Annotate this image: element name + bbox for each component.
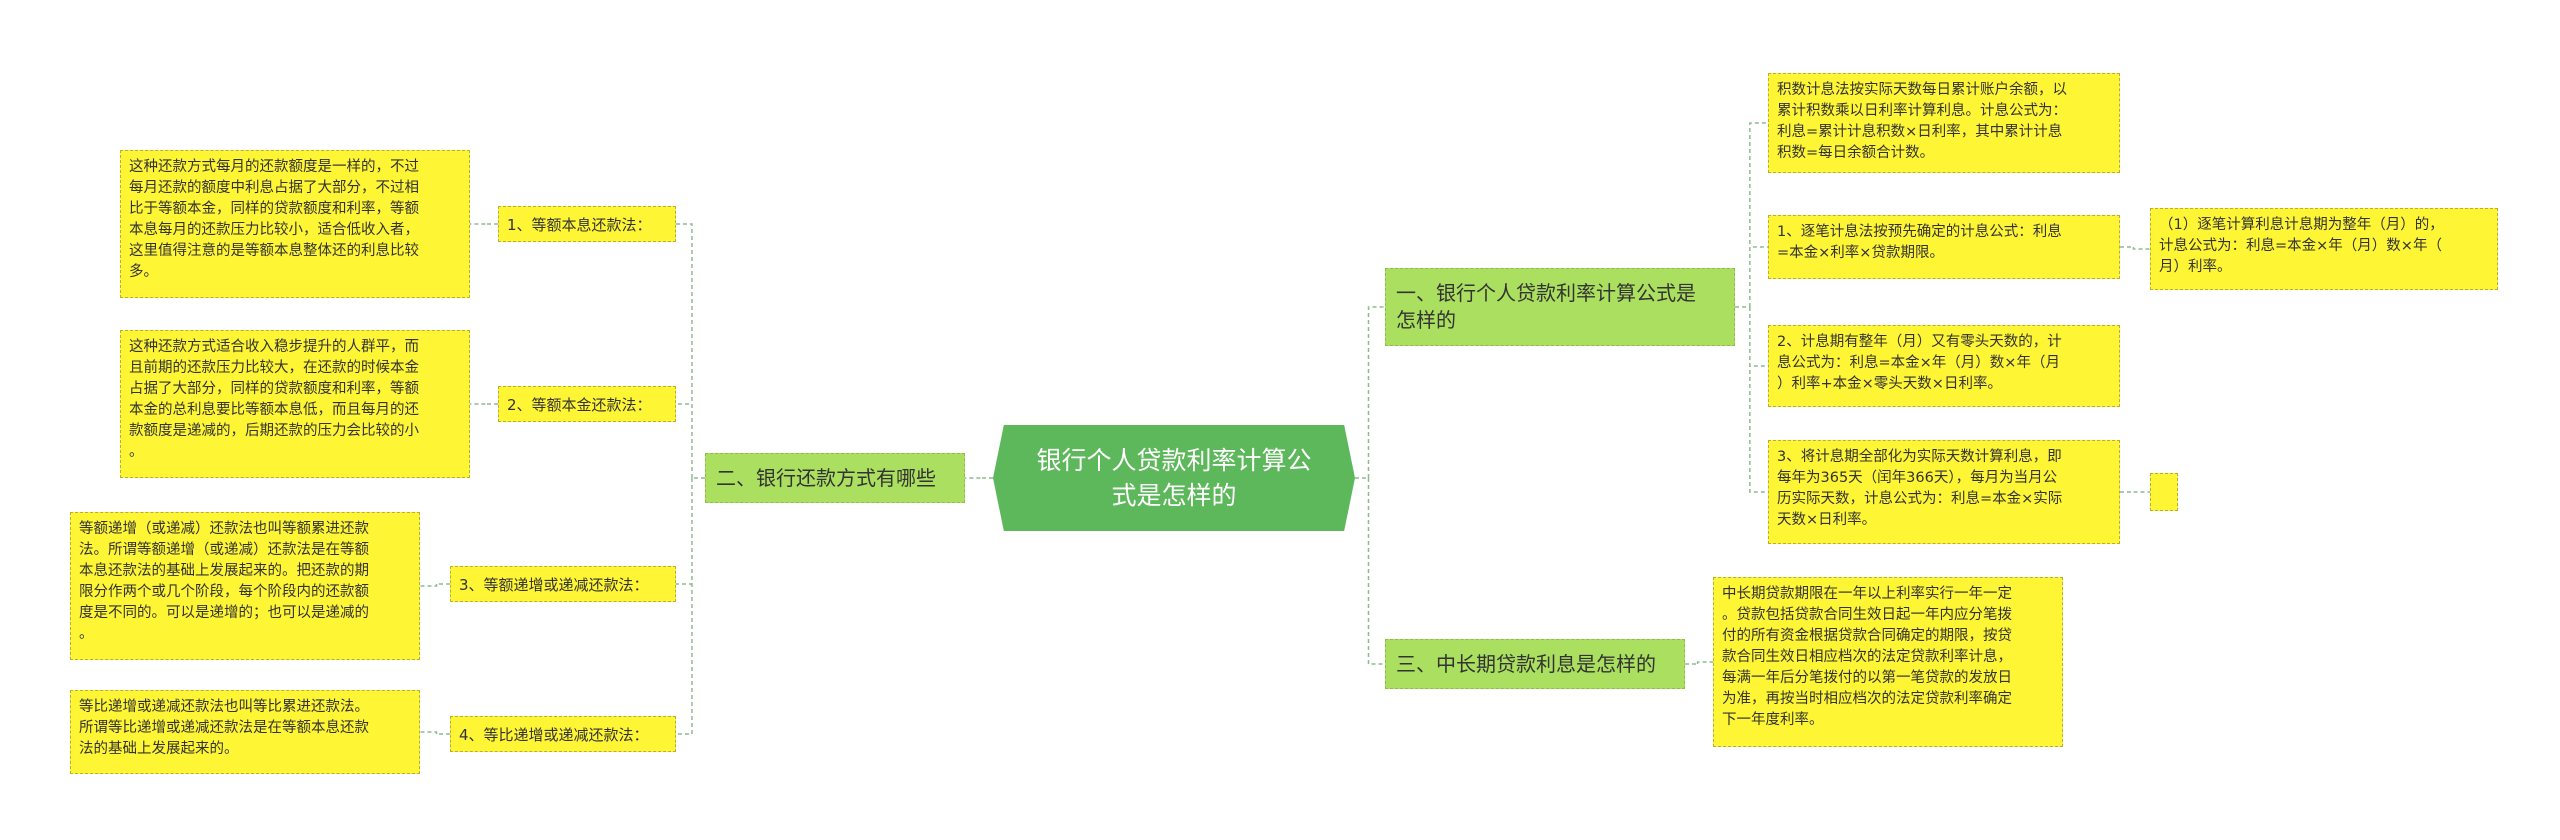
leaf-whole-period-formula[interactable]: （1）逐笔计算利息计息期为整年（月）的， 计息公式为：利息=本金×年（月）数×年…: [2150, 208, 2498, 290]
leaf-actual-days-formula[interactable]: 3、将计息期全部化为实际天数计算利息，即 每年为365天（闰年366天），每月为…: [1768, 440, 2120, 544]
leaf-accumulation-method[interactable]: 积数计息法按实际天数每日累计账户余额，以 累计积数乘以日利率计算利息。计息公式为…: [1768, 73, 2120, 173]
root-topic-label: 银行个人贷款利率计算公 式是怎样的: [1036, 446, 1312, 510]
connector-repayment-subs: [676, 223, 705, 735]
branch-long-term-loan-interest-label: 三、中长期贷款利息是怎样的: [1396, 651, 1656, 676]
leaf-empty-note[interactable]: [2150, 473, 2178, 511]
leaf-long-term-interest-detail[interactable]: 中长期贷款期限在一年以上利率实行一年一定 。贷款包括贷款合同生效日起一年内应分笔…: [1713, 577, 2063, 747]
connector-root-right: [1355, 306, 1385, 665]
connector-sub3-leaf: [420, 583, 450, 587]
connector-formula-leaves: [1735, 122, 1768, 493]
leaf-equal-installment-detail[interactable]: 这种还款方式每月的还款额度是一样的，不过 每月还款的额度中利息占据了大部分，不过…: [120, 150, 470, 298]
leaf-whole-plus-days-formula[interactable]: 2、计息期有整年（月）又有零头天数的，计 息公式为：利息=本金×年（月）数×年（…: [1768, 325, 2120, 407]
connector-item-method-child: [2120, 246, 2150, 250]
sub-equal-principal-label: 2、等额本金还款法：: [507, 395, 652, 414]
sub-equal-increase-decrease-label: 3、等额递增或递减还款法：: [459, 575, 649, 594]
branch-loan-interest-formula[interactable]: 一、银行个人贷款利率计算公式是 怎样的: [1385, 268, 1735, 346]
connector-long-term-leaf: [1685, 661, 1713, 665]
leaf-geometric-increase-decrease-detail[interactable]: 等比递增或递减还款法也叫等比累进还款法。 所谓等比递增或递减还款法是在等额本息还…: [70, 690, 420, 774]
leaf-equal-increase-decrease-detail[interactable]: 等额递增（或递减）还款法也叫等额累进还款 法。所谓等额递增（或递减）还款法是在等…: [70, 512, 420, 660]
branch-repayment-methods-label: 二、银行还款方式有哪些: [716, 465, 936, 490]
leaf-item-by-item-method[interactable]: 1、逐笔计息法按预先确定的计息公式：利息 =本金×利率×贷款期限。: [1768, 215, 2120, 279]
sub-equal-increase-decrease[interactable]: 3、等额递增或递减还款法：: [450, 566, 676, 602]
connector-sub4-leaf: [420, 731, 450, 735]
branch-long-term-loan-interest[interactable]: 三、中长期贷款利息是怎样的: [1385, 639, 1685, 689]
root-topic[interactable]: 银行个人贷款利率计算公 式是怎样的: [993, 425, 1355, 531]
sub-equal-installment-label: 1、等额本息还款法：: [507, 215, 652, 234]
leaf-equal-principal-detail[interactable]: 这种还款方式适合收入稳步提升的人群平，而 且前期的还款压力比较大，在还款的时候本…: [120, 330, 470, 478]
sub-geometric-increase-decrease[interactable]: 4、等比递增或递减还款法：: [450, 716, 676, 752]
sub-equal-principal[interactable]: 2、等额本金还款法：: [498, 386, 676, 422]
sub-geometric-increase-decrease-label: 4、等比递增或递减还款法：: [459, 725, 649, 744]
sub-equal-installment[interactable]: 1、等额本息还款法：: [498, 206, 676, 242]
branch-loan-interest-formula-label: 一、银行个人贷款利率计算公式是 怎样的: [1396, 281, 1696, 332]
branch-repayment-methods[interactable]: 二、银行还款方式有哪些: [705, 453, 965, 503]
